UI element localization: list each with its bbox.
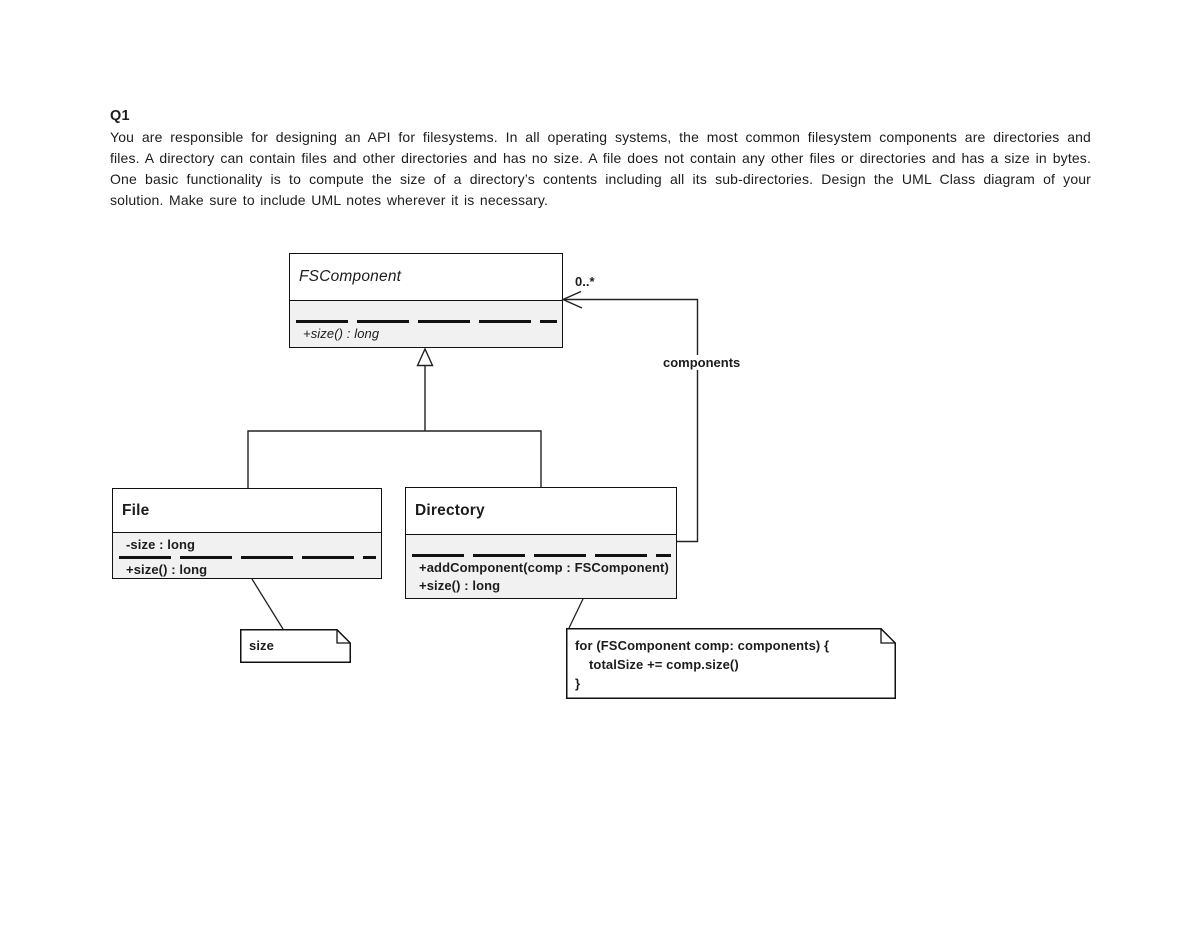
- class-box-file: File -size : long +size() : long: [112, 488, 382, 579]
- note-text-size: size: [249, 638, 274, 653]
- loop-note-connector: [568, 598, 584, 629]
- operation-size-directory: +size() : long: [419, 578, 501, 593]
- inheritance-triangle-arrowhead: [416, 347, 434, 367]
- class-name-file: File: [122, 501, 150, 519]
- uml-note-size: size: [240, 629, 351, 663]
- empty-attributes-compartment: [290, 301, 562, 318]
- operation-size-file: +size() : long: [126, 562, 208, 577]
- operation-size-fscomponent: +size() : long: [303, 326, 380, 341]
- class-name-fscomponent: FSComponent: [299, 268, 402, 285]
- attr-op-separator: [412, 554, 671, 557]
- association-multiplicity-label: 0..*: [572, 274, 598, 289]
- empty-attributes-compartment: [406, 535, 676, 552]
- size-note-connector: [251, 578, 284, 630]
- note-shape: [240, 629, 351, 663]
- question-text-line: files. A directory can contain files and…: [110, 150, 1091, 166]
- note-code-line: totalSize += comp.size(): [589, 657, 739, 672]
- class-box-fscomponent: FSComponent +size() : long: [289, 253, 563, 348]
- attr-op-separator: [296, 320, 557, 323]
- question-block: Q1 You are responsible for designing an …: [110, 106, 1091, 211]
- attr-op-separator: [119, 556, 376, 559]
- class-header-fscomponent: FSComponent: [290, 254, 562, 301]
- association-open-arrowhead: [561, 290, 583, 309]
- uml-note-loop: for (FSComponent comp: components) { tot…: [566, 628, 896, 699]
- class-header-directory: Directory: [406, 488, 676, 535]
- note-text-loop: for (FSComponent comp: components) { tot…: [566, 628, 896, 693]
- attribute-size-file: -size : long: [126, 537, 196, 552]
- question-text-line: One basic functionality is to compute th…: [110, 171, 1091, 187]
- question-number: Q1: [110, 108, 130, 124]
- note-code-line: for (FSComponent comp: components) {: [575, 638, 830, 653]
- inheritance-branch-line: [247, 430, 542, 488]
- note-code-line: }: [575, 676, 581, 691]
- question-text-line: You are responsible for designing an API…: [110, 129, 1091, 145]
- note-shape: [566, 628, 896, 699]
- question-text-line: solution. Make sure to include UML notes…: [110, 192, 549, 208]
- association-role-label: components: [660, 355, 744, 370]
- operation-addcomponent-directory: +addComponent(comp : FSComponent): [419, 560, 669, 575]
- class-box-directory: Directory +addComponent(comp : FSCompone…: [405, 487, 677, 599]
- class-header-file: File: [113, 489, 381, 533]
- class-name-directory: Directory: [415, 502, 485, 519]
